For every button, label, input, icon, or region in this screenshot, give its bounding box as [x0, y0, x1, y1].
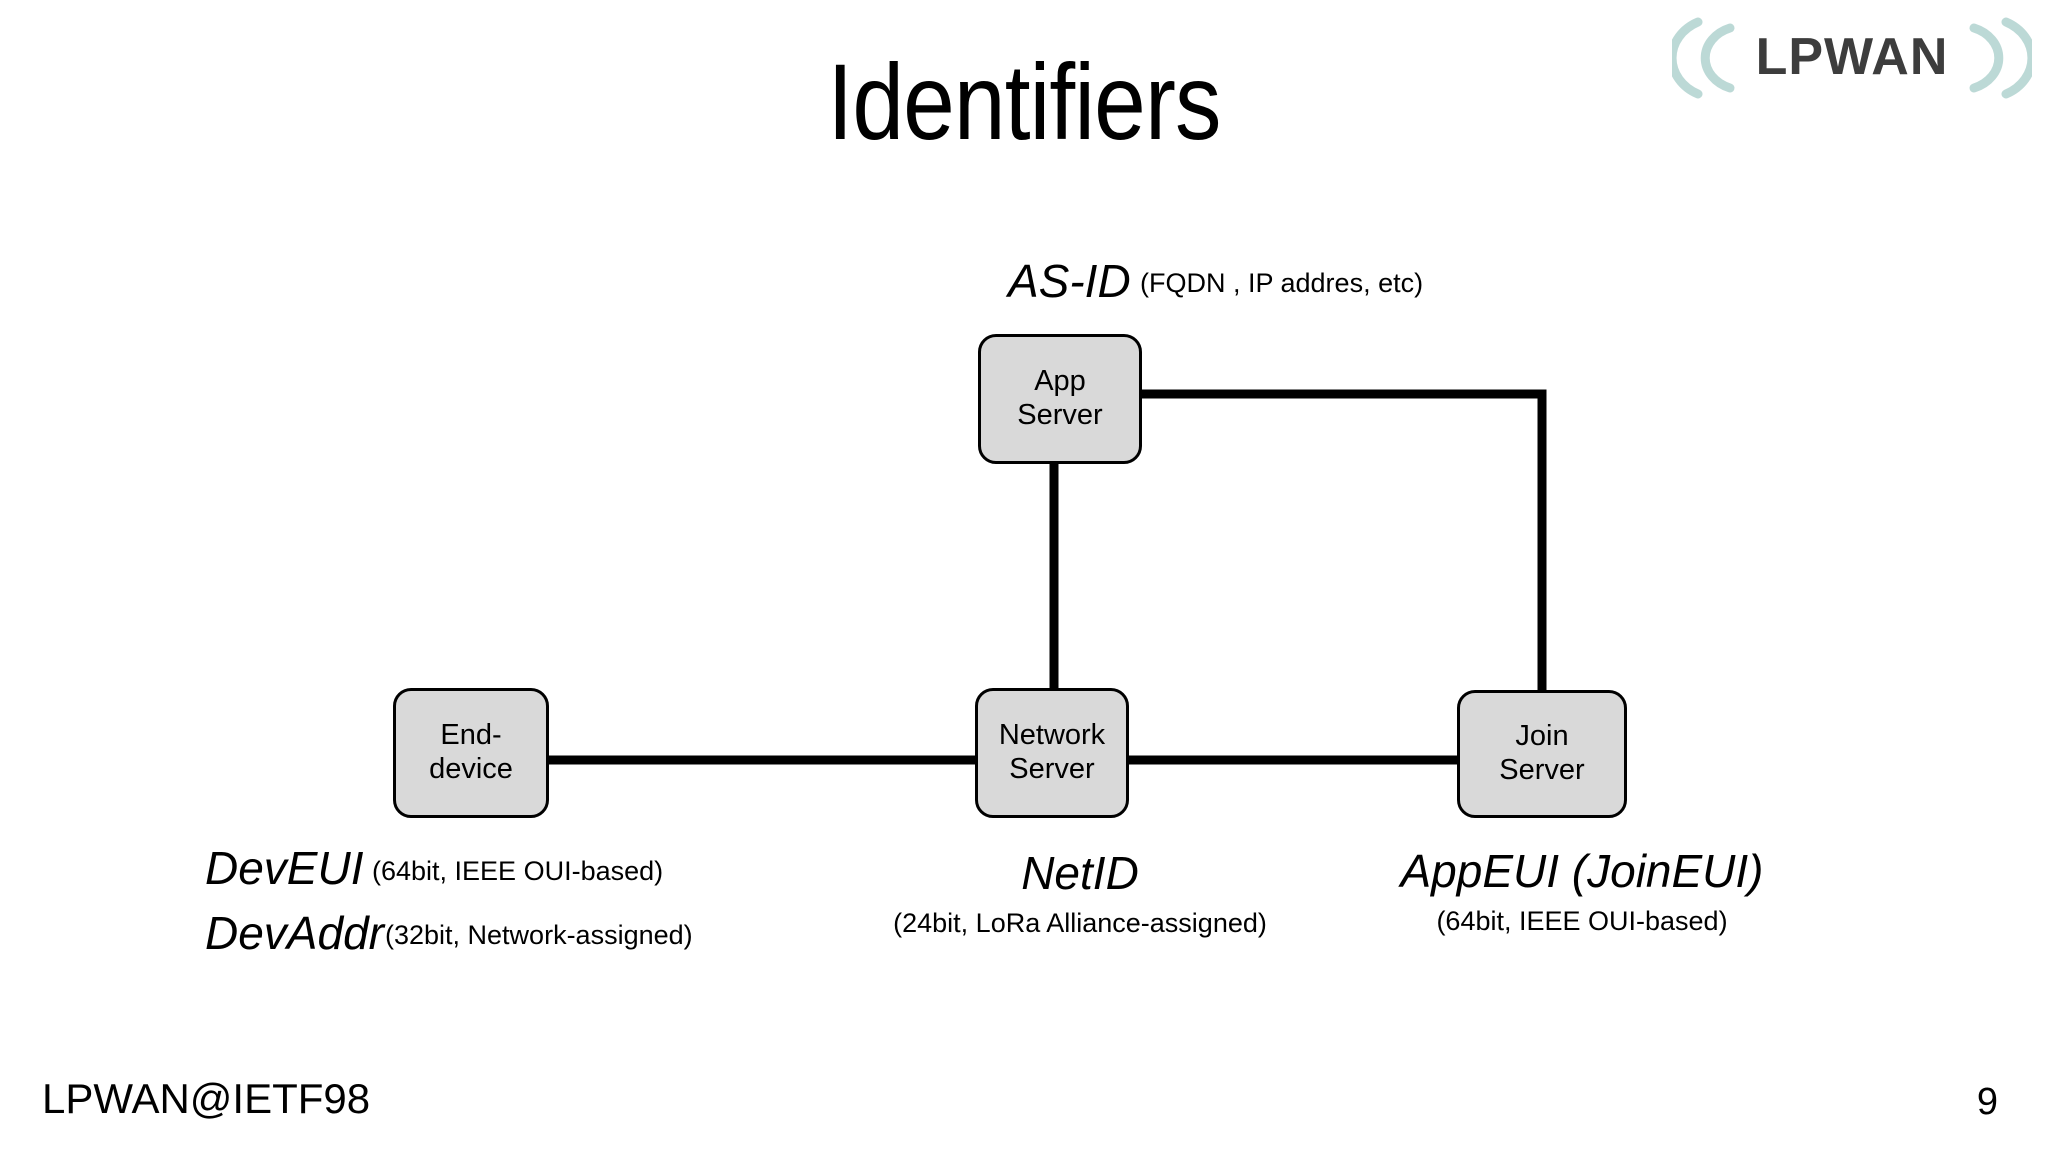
node-end-device-line1: End- — [440, 719, 502, 752]
page-title: Identifiers — [827, 41, 1221, 162]
node-end-device[interactable]: End- device — [393, 688, 549, 818]
identifier-dev-eui-note: (64bit, IEEE OUI-based) — [372, 856, 664, 886]
node-join-server-line2: Server — [1499, 754, 1585, 786]
identifier-app-eui-note: (64bit, IEEE OUI-based) — [1436, 906, 1728, 936]
page-number: 9 — [1976, 1081, 1998, 1123]
node-app-server[interactable]: App Server — [978, 334, 1142, 464]
identifier-dev-addr-note: (32bit, Network-assigned) — [385, 920, 693, 950]
node-network-server-line2: Server — [1009, 753, 1095, 785]
identifier-dev-eui-name: DevEUI — [205, 842, 364, 894]
node-network-server-line1: Network — [998, 719, 1106, 752]
node-network-server[interactable]: Network Server — [975, 688, 1129, 818]
identifier-app-eui: AppEUI (JoinEUI) (64bit, IEEE OUI-based) — [1332, 848, 1832, 935]
node-end-device-line2: device — [429, 753, 513, 785]
identifier-net-id-note: (24bit, LoRa Alliance-assigned) — [893, 908, 1267, 938]
node-join-server[interactable]: Join Server — [1457, 690, 1627, 818]
identifier-net-id-name: NetID — [1021, 847, 1139, 899]
lpwan-logo: LPWAN — [1672, 6, 2032, 110]
node-join-server-line1: Join — [1515, 720, 1569, 753]
link-app-to-join — [1139, 389, 1547, 694]
identifier-as-id-name: AS-ID — [1008, 255, 1131, 307]
lpwan-logo-text: LPWAN — [1756, 28, 1949, 86]
node-app-server-line1: App — [1034, 365, 1086, 398]
identifier-net-id: NetID (24bit, LoRa Alliance-assigned) — [830, 850, 1330, 937]
node-app-server-line2: Server — [1017, 399, 1103, 431]
identifier-app-eui-name: AppEUI (JoinEUI) — [1400, 845, 1764, 897]
identifier-as-id-note: (FQDN , IP addres, etc) — [1140, 268, 1424, 298]
footer-label: LPWAN@IETF98 — [42, 1075, 371, 1122]
identifier-dev-addr-name: DevAddr — [205, 907, 384, 959]
